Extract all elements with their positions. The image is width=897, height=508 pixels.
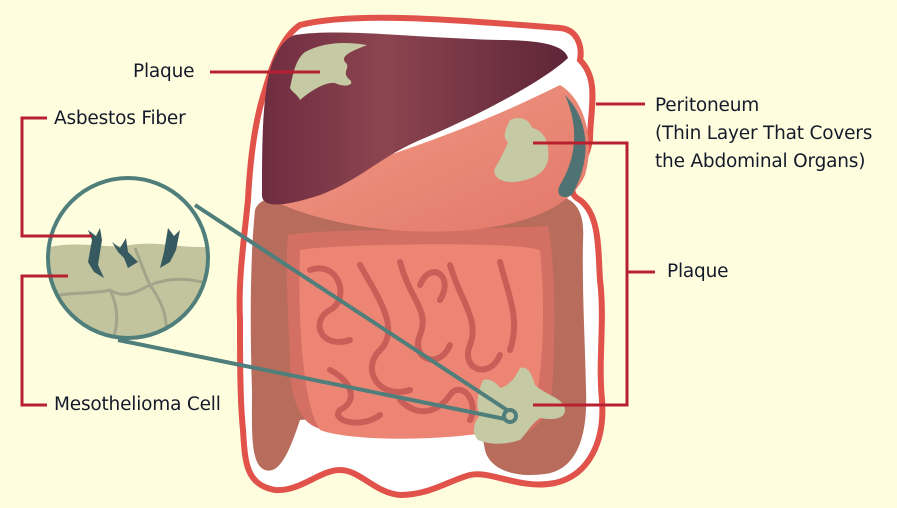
leader-plaque-stomach [533, 141, 629, 407]
asbestos-fibers [88, 228, 180, 278]
label-plaque-liver: Plaque [133, 61, 195, 82]
leader-lines [20, 70, 655, 407]
leader-asbestos-fiber [20, 116, 92, 238]
label-asbestos-fiber: Asbestos Fiber [54, 108, 186, 129]
leader-mesothelioma-cell [20, 274, 68, 407]
plaque-stomach [494, 117, 549, 183]
label-peritoneum: Peritoneum (Thin Layer That Covers the A… [655, 95, 873, 172]
plaque-intestine [473, 367, 565, 444]
plaque-liver [290, 42, 367, 100]
stomach [268, 85, 589, 232]
label-plaque-intestine: Plaque [667, 261, 729, 282]
magnifier-lens [46, 176, 210, 340]
magnifier-connector [117, 203, 518, 424]
label-mesothelioma-cell: Mesothelioma Cell [54, 394, 221, 415]
